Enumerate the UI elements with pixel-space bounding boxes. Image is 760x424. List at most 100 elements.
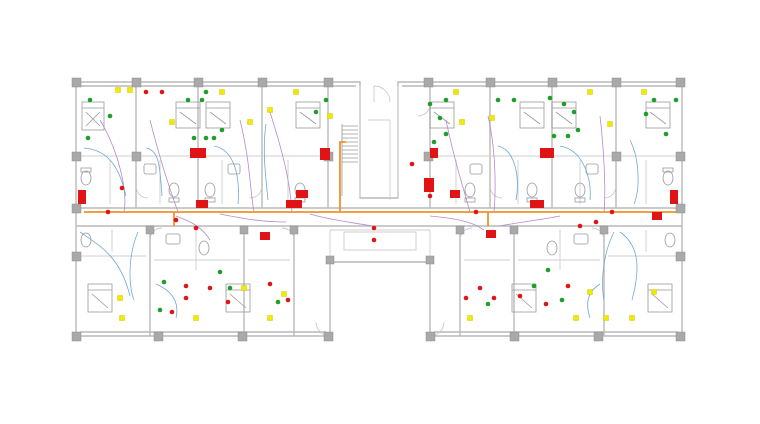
column-icon bbox=[325, 255, 335, 265]
green-detector-dot-icon bbox=[559, 297, 565, 303]
red-detector-dot-icon bbox=[463, 295, 469, 301]
yellow-indicator-square-icon bbox=[641, 89, 647, 95]
green-detector-dot-icon bbox=[531, 283, 537, 289]
green-detector-dot-icon bbox=[199, 97, 205, 103]
column-icon bbox=[239, 225, 249, 235]
green-detector-dot-icon bbox=[443, 131, 449, 137]
column-icon bbox=[599, 225, 609, 235]
green-detector-dot-icon bbox=[107, 113, 113, 119]
green-detector-dot-icon bbox=[495, 97, 501, 103]
lobby-walls bbox=[329, 229, 431, 262]
door-swing-icon bbox=[489, 185, 503, 199]
column-icon bbox=[455, 225, 465, 235]
toilet-icon bbox=[574, 182, 586, 203]
red-panel-icon bbox=[78, 190, 86, 204]
red-detector-dot-icon bbox=[491, 295, 497, 301]
column-icon bbox=[71, 203, 82, 214]
column-icon bbox=[675, 331, 686, 342]
column-icon bbox=[611, 77, 622, 88]
column-icon bbox=[145, 225, 155, 235]
bed-icon bbox=[87, 283, 113, 313]
south-bath-walls bbox=[80, 230, 678, 270]
column-icon bbox=[509, 331, 520, 342]
red-detector-dot-icon bbox=[371, 237, 377, 243]
yellow-indicator-square-icon bbox=[629, 315, 635, 321]
green-detector-dot-icon bbox=[323, 97, 329, 103]
toilet-icon bbox=[526, 182, 538, 203]
sink-icon bbox=[585, 163, 599, 175]
green-detector-dot-icon bbox=[443, 97, 449, 103]
toilet-icon bbox=[546, 240, 558, 256]
green-detector-dot-icon bbox=[217, 269, 223, 275]
column-icon bbox=[675, 203, 686, 214]
green-detector-dot-icon bbox=[561, 101, 567, 107]
inner-outer-wall bbox=[80, 85, 678, 333]
red-detector-dot-icon bbox=[225, 299, 231, 305]
column-icon bbox=[509, 225, 519, 235]
red-detector-dot-icon bbox=[173, 217, 179, 223]
fixtures bbox=[80, 101, 676, 313]
red-panel-icon bbox=[450, 190, 460, 198]
toilet-icon bbox=[664, 232, 676, 248]
green-detector-dot-icon bbox=[185, 97, 191, 103]
red-detector-dot-icon bbox=[609, 209, 615, 215]
sink-icon bbox=[573, 233, 589, 245]
red-detector-dot-icon bbox=[193, 225, 199, 231]
column-icon bbox=[675, 251, 686, 262]
green-detector-dot-icon bbox=[551, 133, 557, 139]
yellow-indicator-square-icon bbox=[587, 89, 593, 95]
toilet-icon bbox=[204, 182, 216, 203]
yellow-indicator-square-icon bbox=[573, 315, 579, 321]
blue-branch-wires bbox=[79, 123, 639, 319]
yellow-indicator-square-icon bbox=[327, 113, 333, 119]
main-trunk-wire bbox=[84, 141, 676, 226]
yellow-indicator-square-icon bbox=[241, 285, 247, 291]
red-detector-dot-icon bbox=[267, 281, 273, 287]
green-detector-dot-icon bbox=[85, 135, 91, 141]
red-panel-icon bbox=[430, 148, 438, 158]
yellow-indicator-square-icon bbox=[127, 87, 133, 93]
column-icon bbox=[485, 77, 496, 88]
red-detector-dot-icon bbox=[285, 297, 291, 303]
yellow-indicator-square-icon bbox=[651, 289, 657, 295]
red-panel-icon bbox=[296, 190, 308, 198]
green-detector-dot-icon bbox=[313, 109, 319, 115]
red-panel-icon bbox=[486, 230, 496, 238]
bed-icon bbox=[81, 101, 105, 131]
green-detector-dot-icon bbox=[157, 307, 163, 313]
red-panel-icon bbox=[530, 200, 544, 208]
column-icon bbox=[257, 77, 268, 88]
door-swing-icon bbox=[373, 85, 391, 103]
column-icon bbox=[323, 77, 334, 88]
green-detector-dot-icon bbox=[565, 133, 571, 139]
green-detector-dot-icon bbox=[545, 267, 551, 273]
green-detector-dot-icon bbox=[203, 135, 209, 141]
yellow-indicator-square-icon bbox=[489, 115, 495, 121]
column-icon bbox=[71, 151, 82, 162]
door-swing-icon bbox=[603, 185, 617, 199]
devices bbox=[78, 87, 679, 321]
red-detector-dot-icon bbox=[183, 283, 189, 289]
yellow-indicator-square-icon bbox=[587, 289, 593, 295]
column-icon bbox=[131, 151, 142, 162]
north-bath-walls bbox=[80, 155, 678, 204]
door-swing-icon bbox=[417, 103, 431, 117]
red-detector-dot-icon bbox=[409, 161, 415, 167]
red-detector-dot-icon bbox=[105, 209, 111, 215]
green-detector-dot-icon bbox=[191, 135, 197, 141]
column-icon bbox=[675, 77, 686, 88]
red-panel-icon bbox=[424, 178, 434, 192]
red-detector-dot-icon bbox=[159, 89, 165, 95]
column-icon bbox=[675, 151, 686, 162]
bed-icon bbox=[429, 101, 455, 129]
column-icon bbox=[593, 331, 604, 342]
bed-icon bbox=[295, 101, 321, 129]
green-detector-dot-icon bbox=[227, 285, 233, 291]
yellow-indicator-square-icon bbox=[459, 119, 465, 125]
yellow-indicator-square-icon bbox=[193, 315, 199, 321]
red-panel-icon bbox=[286, 200, 302, 208]
toilet-icon bbox=[198, 240, 210, 256]
bed-icon bbox=[647, 283, 673, 313]
toilet-icon bbox=[80, 167, 92, 186]
column-icon bbox=[153, 331, 164, 342]
